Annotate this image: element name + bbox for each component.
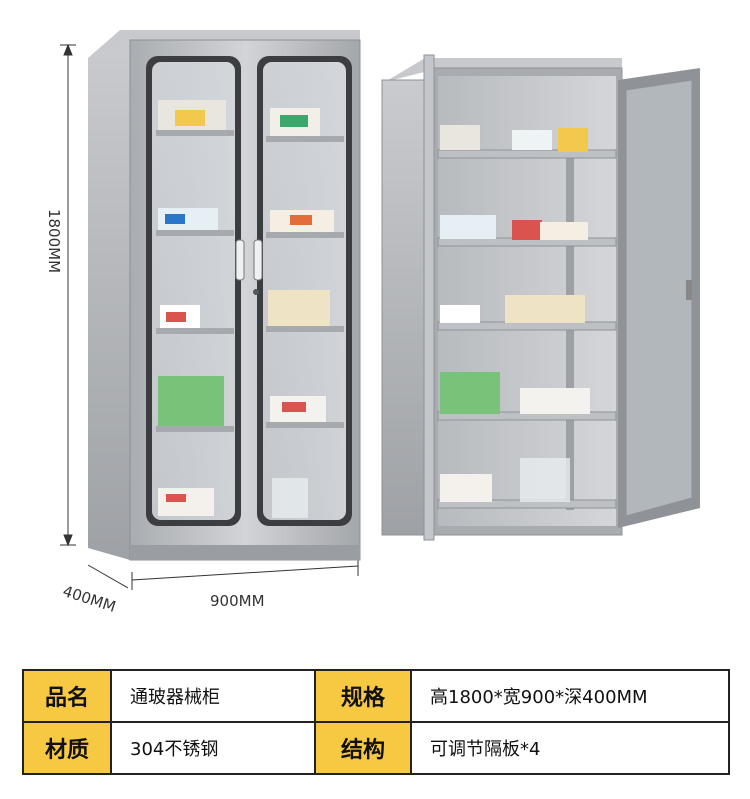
dimension-lines [60, 43, 359, 590]
product-illustration [60, 30, 700, 590]
spec-value-material: 304不锈钢 [110, 721, 316, 775]
spec-value-name: 通玻器械柜 [110, 669, 316, 723]
width-dimension-label: 900MM [210, 592, 265, 610]
spec-table: 品名 通玻器械柜 规格 高1800*宽900*深400MM 材质 304不锈钢 … [22, 669, 730, 775]
height-dimension-label: 1800MM [45, 208, 64, 274]
cabinet-closed [88, 30, 361, 561]
spec-row: 品名 通玻器械柜 规格 高1800*宽900*深400MM [22, 669, 730, 723]
spec-row: 材质 304不锈钢 结构 可调节隔板*4 [22, 721, 730, 775]
spec-value-size: 高1800*宽900*深400MM [410, 669, 730, 723]
spec-label-size: 规格 [314, 669, 412, 723]
spec-label-name: 品名 [22, 669, 112, 723]
spec-label-material: 材质 [22, 721, 112, 775]
spec-label-structure: 结构 [314, 721, 412, 775]
spec-value-structure: 可调节隔板*4 [410, 721, 730, 775]
cabinet-open [381, 54, 700, 541]
